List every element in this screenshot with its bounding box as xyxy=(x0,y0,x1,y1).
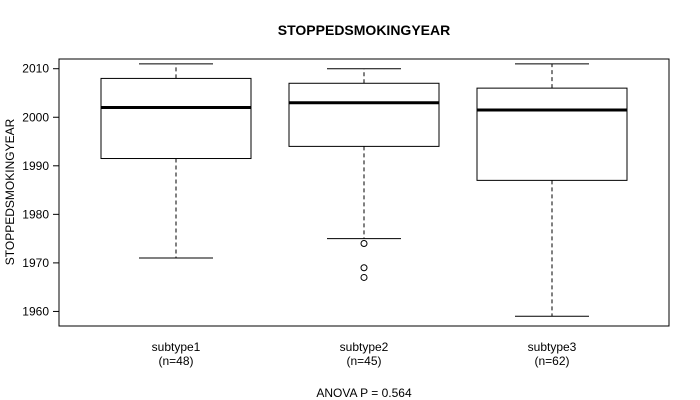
x-category-label: subtype1 xyxy=(152,340,201,354)
y-axis: 1960 1970 1980 1990 2000 2010 xyxy=(22,62,60,318)
x-category-label: subtype3 xyxy=(528,340,577,354)
y-tick-label: 2000 xyxy=(22,110,49,124)
x-category-label: subtype2 xyxy=(340,340,389,354)
box-subtype3 xyxy=(476,63,628,317)
y-axis-label: STOPPEDSMOKINGYEAR xyxy=(3,118,17,265)
box-subtype2 xyxy=(288,68,440,281)
y-tick-label: 1970 xyxy=(22,256,49,270)
anova-footer: ANOVA P = 0.564 xyxy=(316,386,412,400)
box-series xyxy=(100,63,628,317)
interquartile-box xyxy=(476,87,628,181)
x-count-label: (n=48) xyxy=(158,354,193,368)
outlier-point xyxy=(360,239,368,247)
y-tick-label: 1960 xyxy=(22,304,49,318)
chart-title: STOPPEDSMOKINGYEAR xyxy=(278,22,450,38)
outlier-point xyxy=(360,264,368,272)
y-tick-label: 2010 xyxy=(22,62,49,76)
outlier-point xyxy=(360,273,368,281)
x-count-label: (n=45) xyxy=(346,354,381,368)
box-subtype1 xyxy=(100,63,252,259)
interquartile-box xyxy=(100,77,252,160)
x-axis-labels: subtype1(n=48) subtype2(n=45) subtype3(n=6… xyxy=(152,340,577,368)
y-tick-label: 1990 xyxy=(22,159,49,173)
interquartile-box xyxy=(288,82,440,147)
y-tick-label: 1980 xyxy=(22,207,49,221)
x-count-label: (n=62) xyxy=(534,354,569,368)
